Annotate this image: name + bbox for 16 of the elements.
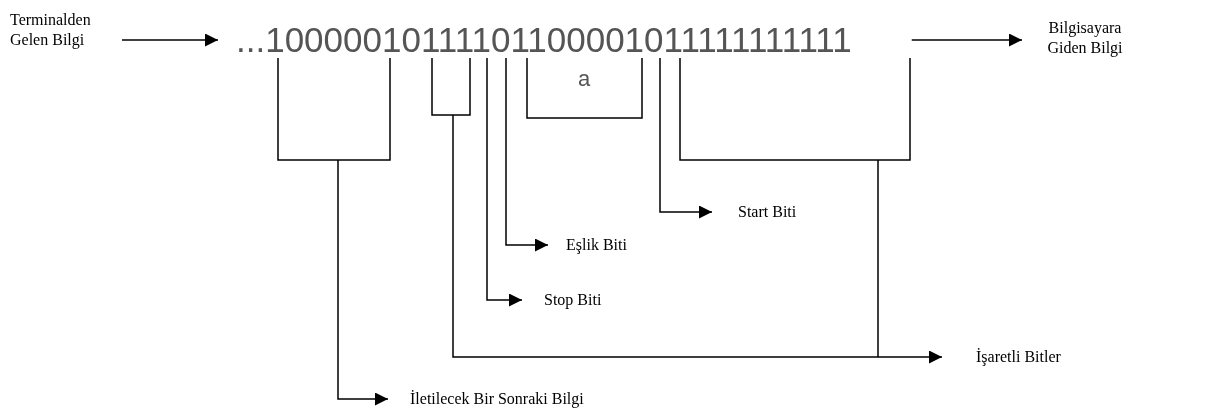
leader-line: [277, 57, 391, 406]
arrow: [121, 33, 219, 47]
arrow: [910, 33, 1023, 47]
field-label: Start Biti: [712, 202, 797, 222]
field-label: İletilecek Bir Sonraki Bilgi: [388, 389, 584, 409]
leader-line: [505, 57, 549, 252]
source-label: Terminalden Gelen Bilgi: [10, 10, 110, 50]
bit-sequence: ...10000010111101100001011111111111: [236, 22, 852, 58]
field-label: Eşlik Biti: [548, 235, 627, 255]
destination-label: Bilgisayara Giden Bilgi: [1040, 18, 1130, 58]
leader-line: [431, 57, 943, 364]
field-label: Stop Biti: [522, 290, 602, 310]
bracket-label: a: [578, 66, 591, 92]
leader-line: [486, 57, 523, 307]
leader-line: [659, 57, 713, 219]
field-label: İşaretli Bitler: [942, 347, 1061, 367]
